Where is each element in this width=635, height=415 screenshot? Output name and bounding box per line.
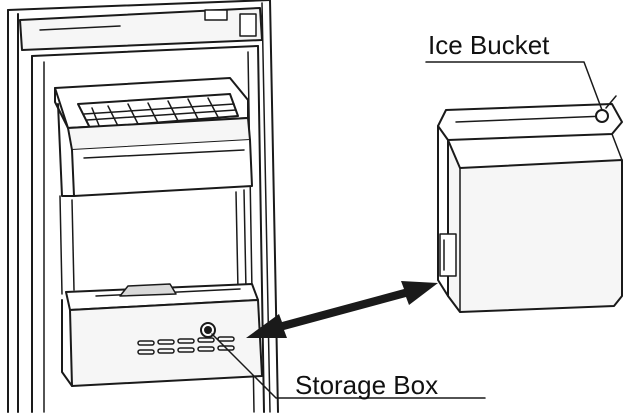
storage-box [61,283,263,387]
side-rails [59,189,247,295]
ice-maker-housing [54,77,253,197]
ice-bucket [437,95,623,313]
storage-box-leader-line [211,333,486,399]
callout-leaders [211,61,603,399]
double-headed-arrow [246,281,438,338]
ice-bucket-leader-line [425,61,603,111]
storage-box-label: Storage Box [295,370,439,400]
ice-bucket-label: Ice Bucket [428,30,550,60]
